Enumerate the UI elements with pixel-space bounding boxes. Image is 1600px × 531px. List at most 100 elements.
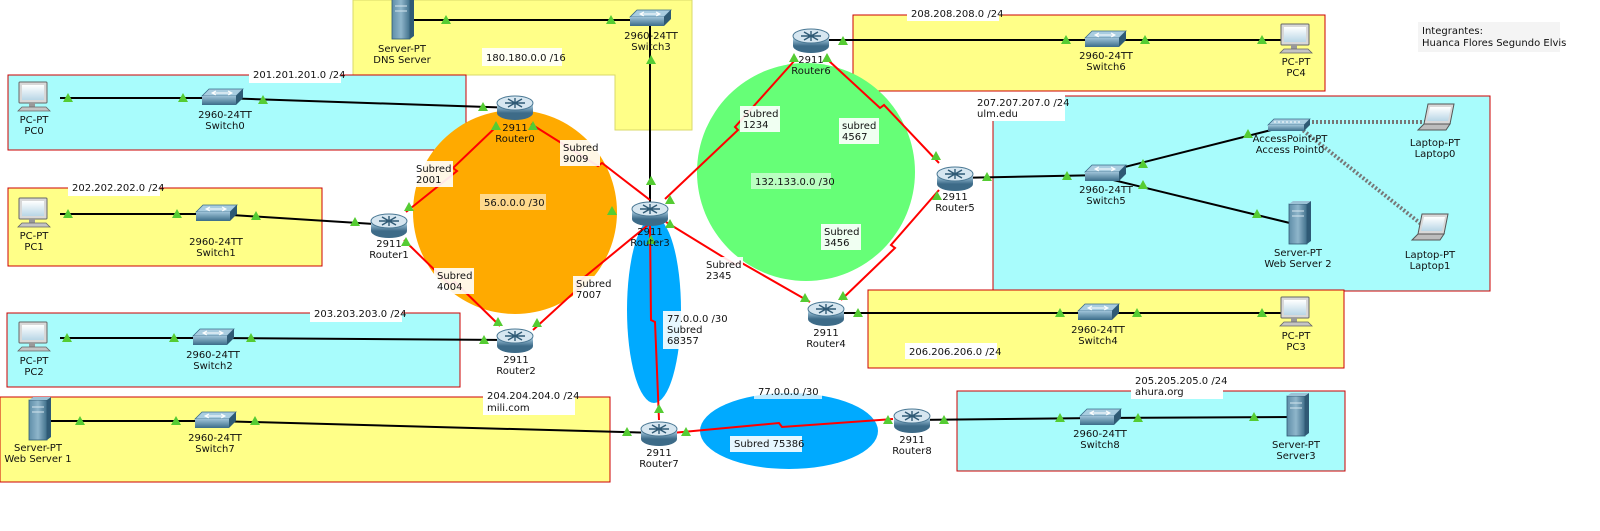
device-name-label: Router2 (496, 366, 536, 377)
link-up-indicator (493, 317, 503, 326)
link-up-indicator (1061, 35, 1071, 44)
subnet-2345-num: 2345 (706, 271, 731, 282)
link-up-indicator (1252, 209, 1262, 218)
link-up-indicator (350, 217, 360, 226)
subnet-9009-num: 9009 (563, 154, 588, 165)
device-type-label: 2960-24TT (188, 433, 243, 444)
link-up-indicator (75, 416, 85, 425)
server-icon (1288, 201, 1311, 245)
link-up-indicator (665, 219, 675, 228)
link-switch1-router1 (215, 213, 390, 226)
link-up-indicator (1132, 308, 1142, 317)
device-type-label: 2960-24TT (1079, 185, 1134, 196)
device-name-label: Switch4 (1078, 336, 1117, 347)
lan-205-area (956, 390, 1346, 472)
device-type-label: Laptop-PT (1410, 138, 1461, 149)
device-type-label: 2960-24TT (624, 31, 679, 42)
server-icon (391, 0, 414, 40)
link-up-indicator (63, 93, 73, 102)
net-label-203: 203.203.203.0 /24 (314, 309, 406, 320)
link-up-indicator (246, 333, 256, 342)
switch-icon (1079, 408, 1122, 425)
subnet-4004-num: 4004 (437, 282, 462, 293)
link-switch2-router2 (212, 337, 516, 341)
author-name: Huanca Flores Segundo Elvis (1422, 38, 1566, 49)
device-type-label: Server-PT (1274, 248, 1323, 259)
link-up-indicator (1138, 159, 1148, 168)
lan-208-area (852, 14, 1326, 92)
device-type-label: PC-PT (1282, 331, 1312, 342)
net-label-204: 204.204.204.0 /24 (487, 391, 579, 402)
net-label-207: 207.207.207.0 /24 (977, 98, 1069, 109)
link-up-indicator (1249, 412, 1259, 421)
device-name-label: Switch5 (1086, 196, 1125, 207)
pc-icon (17, 197, 51, 228)
router-icon (893, 408, 931, 433)
net-label-201: 201.201.201.0 /24 (253, 70, 345, 81)
net-domain-205: ahura.org (1135, 387, 1184, 398)
device-type-label: AccessPoint-PT (1253, 134, 1329, 145)
net-label-206: 206.206.206.0 /24 (909, 347, 1001, 358)
wan-blue-horizontal-area (700, 393, 878, 469)
device-type-label: 2911 (798, 55, 823, 66)
device-type-label: 2911 (646, 448, 671, 459)
link-up-indicator (654, 404, 664, 413)
link-switch0-router0 (221, 97, 516, 109)
laptop-icon (1416, 103, 1455, 131)
pc-icon (1279, 296, 1313, 327)
server-icon (1286, 393, 1309, 437)
device-type-label: 2960-24TT (1079, 51, 1134, 62)
net-label-green: 132.133.0.0 /30 (755, 177, 835, 188)
link-up-indicator (665, 195, 675, 204)
net-domain-204: mili.com (487, 403, 530, 414)
subnet-4567-word: subred (842, 121, 876, 132)
area-layer (0, 0, 1491, 483)
router-icon (496, 328, 534, 353)
link-up-indicator (931, 151, 941, 160)
link-router5-switch5 (954, 174, 1106, 179)
device-name-label: Router1 (369, 250, 409, 261)
link-up-indicator (404, 202, 414, 211)
wan-green-area (697, 63, 915, 281)
subnet-1234-word: Subred (743, 109, 778, 120)
device-name-label: Switch8 (1080, 440, 1119, 451)
link-up-indicator (982, 172, 992, 181)
net-label-blue-v: 77.0.0.0 /30 (667, 314, 728, 325)
net-label-orange: 56.0.0.0 /30 (484, 198, 545, 209)
link-up-indicator (883, 415, 893, 424)
labels-layer: 180.180.0.0 /16 201.201.201.0 /24 202.20… (68, 7, 1566, 452)
subnet-3456-num: 3456 (824, 238, 849, 249)
link-up-indicator (63, 209, 73, 218)
device-type-label: PC-PT (20, 231, 50, 242)
